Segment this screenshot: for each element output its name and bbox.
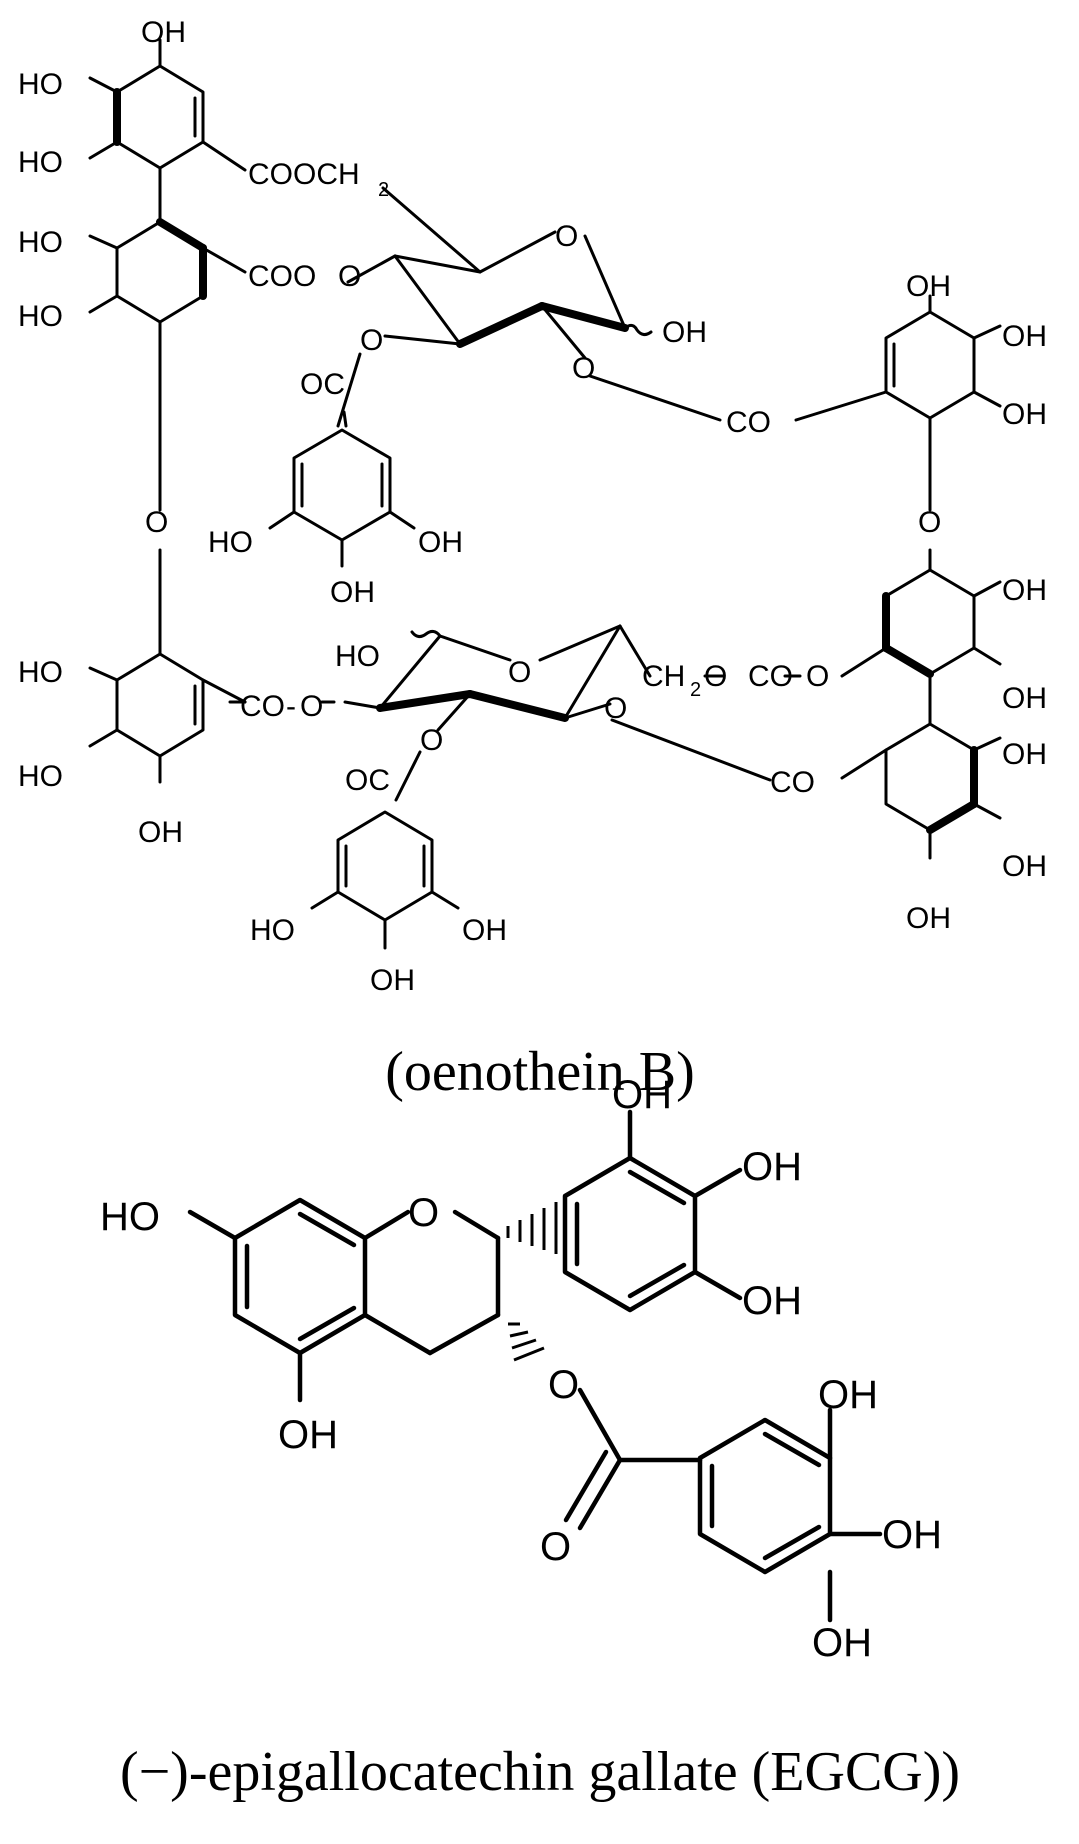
- label-oh: OH: [906, 270, 951, 303]
- label-oc: OC: [300, 368, 345, 401]
- label-co: CO: [770, 766, 815, 799]
- ring-b: [88, 166, 247, 512]
- label-ho: HO: [250, 914, 295, 947]
- label-oh: OH: [330, 576, 375, 609]
- label-o: O: [360, 324, 383, 357]
- ring-c: [88, 548, 247, 784]
- egcg-labels: HO O OH OH OH OH O OH OH O OH: [100, 1073, 942, 1665]
- label-o-ring: O: [555, 220, 578, 253]
- label-oh: OH: [370, 964, 415, 997]
- ring-e: [840, 548, 1002, 678]
- label-ho: HO: [208, 526, 253, 559]
- label-oc: OC: [345, 764, 390, 797]
- label-o: O: [572, 352, 595, 385]
- ring-d: [794, 294, 1002, 512]
- label-co: CO: [240, 690, 285, 723]
- lower-glucose: [343, 624, 772, 782]
- label-o: O: [420, 724, 443, 757]
- label-ho: HO: [18, 68, 63, 101]
- label-oh: OH: [1002, 738, 1047, 771]
- label-o: O: [338, 260, 361, 293]
- label-oh: OH: [662, 316, 707, 349]
- label-o-carbonyl: O: [540, 1525, 571, 1569]
- label-oh: OH: [818, 1373, 878, 1417]
- label-o: O: [806, 660, 829, 693]
- label-o-ester: O: [548, 1363, 579, 1407]
- label-o-ring: O: [508, 656, 531, 689]
- ring-f: [840, 672, 1002, 860]
- label-o-ether: O: [918, 506, 941, 539]
- egcg-structure: HO O OH OH OH OH O OH OH O OH (−)-epigal…: [100, 1073, 960, 1803]
- hashed-bond-3: [508, 1322, 545, 1362]
- upper-galloyl: [268, 352, 416, 568]
- label-oh: OH: [278, 1413, 338, 1457]
- oenothein-b-structure: OH HO HO COOCH 2 HO HO COO O O O OH O OC…: [18, 16, 1047, 1103]
- label-dash: -: [286, 690, 296, 723]
- label-ho: HO: [18, 656, 63, 689]
- label-ho: HO: [18, 760, 63, 793]
- label-oh: OH: [882, 1513, 942, 1557]
- label-oh: OH: [742, 1279, 802, 1323]
- label-o-ring: O: [408, 1191, 439, 1235]
- label-o: O: [704, 660, 727, 693]
- label-cooch: COOCH: [248, 158, 360, 191]
- label-oh: OH: [141, 16, 186, 49]
- label-oh: OH: [1002, 850, 1047, 883]
- caption-oenothein-b: (oenothein B): [385, 1041, 694, 1103]
- label-oh: OH: [462, 914, 507, 947]
- label-ho: HO: [18, 226, 63, 259]
- oenothein-labels: OH HO HO COOCH 2 HO HO COO O O O OH O OC…: [18, 16, 1047, 997]
- label-co: CO: [726, 406, 771, 439]
- label-coo: COO: [248, 260, 316, 293]
- label-oh: OH: [138, 816, 183, 849]
- label-oh: OH: [1002, 682, 1047, 715]
- label-oh: OH: [612, 1073, 672, 1117]
- label-sub2: 2: [690, 679, 701, 701]
- label-oh: OH: [812, 1621, 872, 1665]
- label-oh: OH: [742, 1145, 802, 1189]
- label-co: CO: [748, 660, 793, 693]
- label-sub2: 2: [378, 179, 389, 201]
- caption-egcg: (−)-epigallocatechin gallate (EGCG)): [120, 1741, 960, 1803]
- label-ho: HO: [335, 640, 380, 673]
- lower-galloyl: [310, 750, 460, 950]
- label-o: O: [604, 692, 627, 725]
- ring-a: [88, 38, 247, 172]
- label-ho: HO: [18, 300, 63, 333]
- label-oh: OH: [1002, 320, 1047, 353]
- label-ho: HO: [18, 146, 63, 179]
- label-ch: CH: [642, 660, 685, 693]
- upper-glucose: [346, 186, 722, 422]
- label-o-ether: O: [145, 506, 168, 539]
- label-oh: OH: [1002, 574, 1047, 607]
- hashed-bond-2: [506, 1202, 558, 1254]
- label-oh: OH: [418, 526, 463, 559]
- label-ho: HO: [100, 1195, 160, 1239]
- label-oh: OH: [1002, 398, 1047, 431]
- label-o: O: [300, 690, 323, 723]
- label-oh: OH: [906, 902, 951, 935]
